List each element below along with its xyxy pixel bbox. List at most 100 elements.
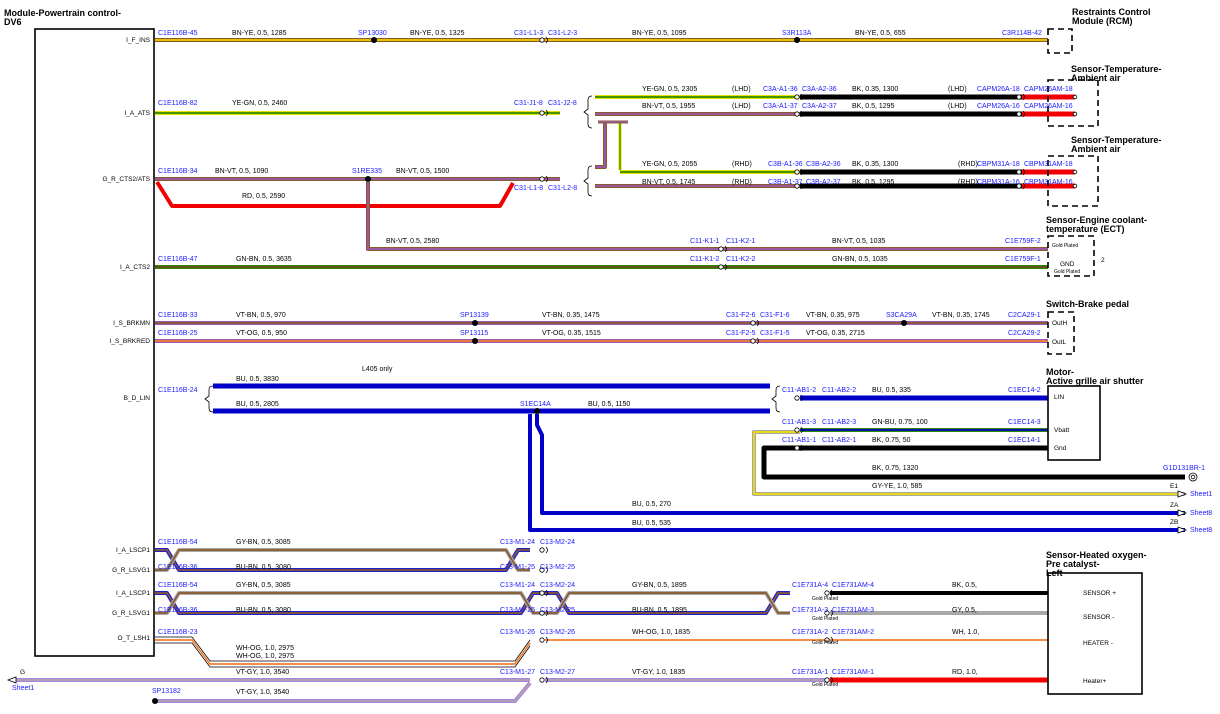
wire-label: WH, 1.0, (952, 629, 979, 636)
connector-label: C31-F2-5 (726, 330, 756, 337)
wire-label: GY-BN, 0.5, 1895 (632, 582, 687, 589)
gold-plated-label: Gold Plated (1054, 269, 1080, 275)
connector-mark (824, 590, 830, 596)
ho2s-pin-label: HEATER - (1083, 640, 1113, 647)
component-subtitle: Left (1046, 568, 1063, 578)
module-pin-label: I_S_BRKRED (110, 338, 151, 345)
module-pin-label: I_A_ATS (124, 110, 150, 117)
lhd-label: (LHD) (948, 86, 967, 93)
texts-layer: Module-Powertrain control-DV6I_F_INSI_A_… (4, 7, 1212, 696)
connector-label: C1EC14-3 (1008, 419, 1041, 426)
gold-plated-label: Gold Plated (812, 682, 838, 688)
connector-label: C13-M1-26 (500, 629, 535, 636)
component-dashed-box (1047, 28, 1073, 54)
rhd-label: (RHD) (732, 161, 752, 168)
wires-layer (12, 38, 1185, 703)
connector-mark (545, 636, 548, 644)
connector-mark (1022, 182, 1025, 190)
connector-mark (800, 93, 803, 101)
splice-dot (534, 408, 540, 414)
connector-label: C1E731AM-2 (832, 629, 874, 636)
splice-dot (901, 320, 907, 326)
connector-label: C13-M2-24 (540, 582, 575, 589)
wire-gy-bn-inner (155, 549, 530, 571)
wire-label: BU, 0.5, 270 (632, 501, 671, 508)
splice-label: S3CA29A (886, 312, 917, 319)
connector-label: C1E116B-34 (158, 168, 198, 175)
splice-label: SP13115 (460, 330, 488, 337)
connector-label: C1E116B-36 (158, 607, 198, 614)
connector-mark (539, 110, 545, 116)
brake-pin-label: OutH (1052, 320, 1067, 327)
wire-gy-ye-outer (752, 430, 1185, 496)
connector-label: C31-L1-3 (514, 30, 543, 37)
module-pin-label: G_R_LSVG1 (112, 567, 150, 574)
component-box (1047, 572, 1143, 695)
connector-label: C1E731A-3 (792, 607, 828, 614)
connector-mark (539, 677, 545, 683)
lhd-label: (LHD) (732, 86, 751, 93)
connector-label: C1E731A-4 (792, 582, 828, 589)
component-title: Restraints Control (1072, 7, 1151, 17)
ect-count-label: 2 (1101, 257, 1105, 264)
sheet-ref-arrow (6, 676, 17, 684)
connector-label: C1E116B-54 (158, 582, 198, 589)
connector-mark (800, 444, 803, 452)
wire-label: VT-OG, 0.35, 1515 (542, 330, 601, 337)
connector-label: C31-J2-8 (548, 100, 577, 107)
wire-label: BK, 0.5, 1295 (852, 103, 895, 110)
wire-label: BU-BN, 0.5, 1895 (632, 607, 687, 614)
splice-label: SP13030 (358, 30, 387, 37)
lhd-label: (LHD) (732, 103, 751, 110)
connector-label: C13-M1-27 (500, 669, 535, 676)
component-subtitle: Pre catalyst- (1046, 559, 1100, 569)
wire-label: GN-BN, 0.5, 1035 (832, 256, 888, 263)
sheet-ref-label: ZA (1170, 502, 1179, 509)
component-subtitle: Ambient air (1071, 73, 1121, 83)
connector-label: CBPM31A-18 (977, 161, 1020, 168)
connector-mark (794, 183, 800, 189)
connector-mark (545, 36, 548, 44)
connector-mark (539, 37, 545, 43)
wire-label: BN-YE, 0.5, 1095 (632, 30, 687, 37)
marks-layer (6, 36, 1198, 704)
connector-label: C13-M1-24 (500, 582, 535, 589)
splice-label: S3R113A (782, 30, 812, 37)
sheet-ref-arrow (1177, 526, 1188, 534)
gold-plated-label: Gold Plated (812, 616, 838, 622)
sheet-ref-arrow (1177, 509, 1188, 517)
connector-mark (830, 636, 833, 644)
wire-outline (155, 642, 531, 668)
connector-label: CBPM31AM-16 (1024, 179, 1073, 186)
module-pin-label: O_T_LSH1 (117, 635, 150, 642)
connector-mark (545, 109, 548, 117)
module-pin-label: I_A_CTS2 (120, 264, 150, 271)
wire-bu-bn-inner (155, 592, 545, 614)
connector-mark (545, 676, 548, 684)
connector-label: C11-K2-2 (726, 256, 756, 263)
component-box (1047, 385, 1101, 461)
connector-mark (756, 319, 759, 327)
motor-pin-label: Gnd (1054, 445, 1067, 452)
component-subtitle: temperature (ECT) (1046, 224, 1125, 234)
connector-mark (1016, 111, 1022, 117)
connector-label: C1E116B-54 (158, 539, 198, 546)
connector-label: C1E759F-1 (1005, 256, 1041, 263)
wire-label: RD, 1.0, (952, 669, 978, 676)
connector-label: C31-L2-3 (548, 30, 577, 37)
wire-label: WH-OG, 1.0, 1835 (632, 629, 690, 636)
connector-label: C3R114B-42 (1002, 30, 1042, 37)
connector-label: C13-M2-25 (540, 564, 575, 571)
connector-mark (1022, 93, 1025, 101)
sheet-ref-label: ZB (1170, 519, 1178, 526)
connector-label: C1E731AM-3 (832, 607, 874, 614)
motor-pin-label: LIN (1054, 394, 1064, 401)
connector-label: C1EC14-1 (1008, 437, 1041, 444)
splice-dot (371, 37, 377, 43)
wire-label: YE-GN, 0.5, 2305 (642, 86, 697, 93)
module-pin-label: B_D_LIN (124, 395, 151, 402)
component-subtitle: Active grille air shutter (1046, 376, 1144, 386)
connector-mark (800, 168, 803, 176)
brace-mark (204, 385, 214, 413)
